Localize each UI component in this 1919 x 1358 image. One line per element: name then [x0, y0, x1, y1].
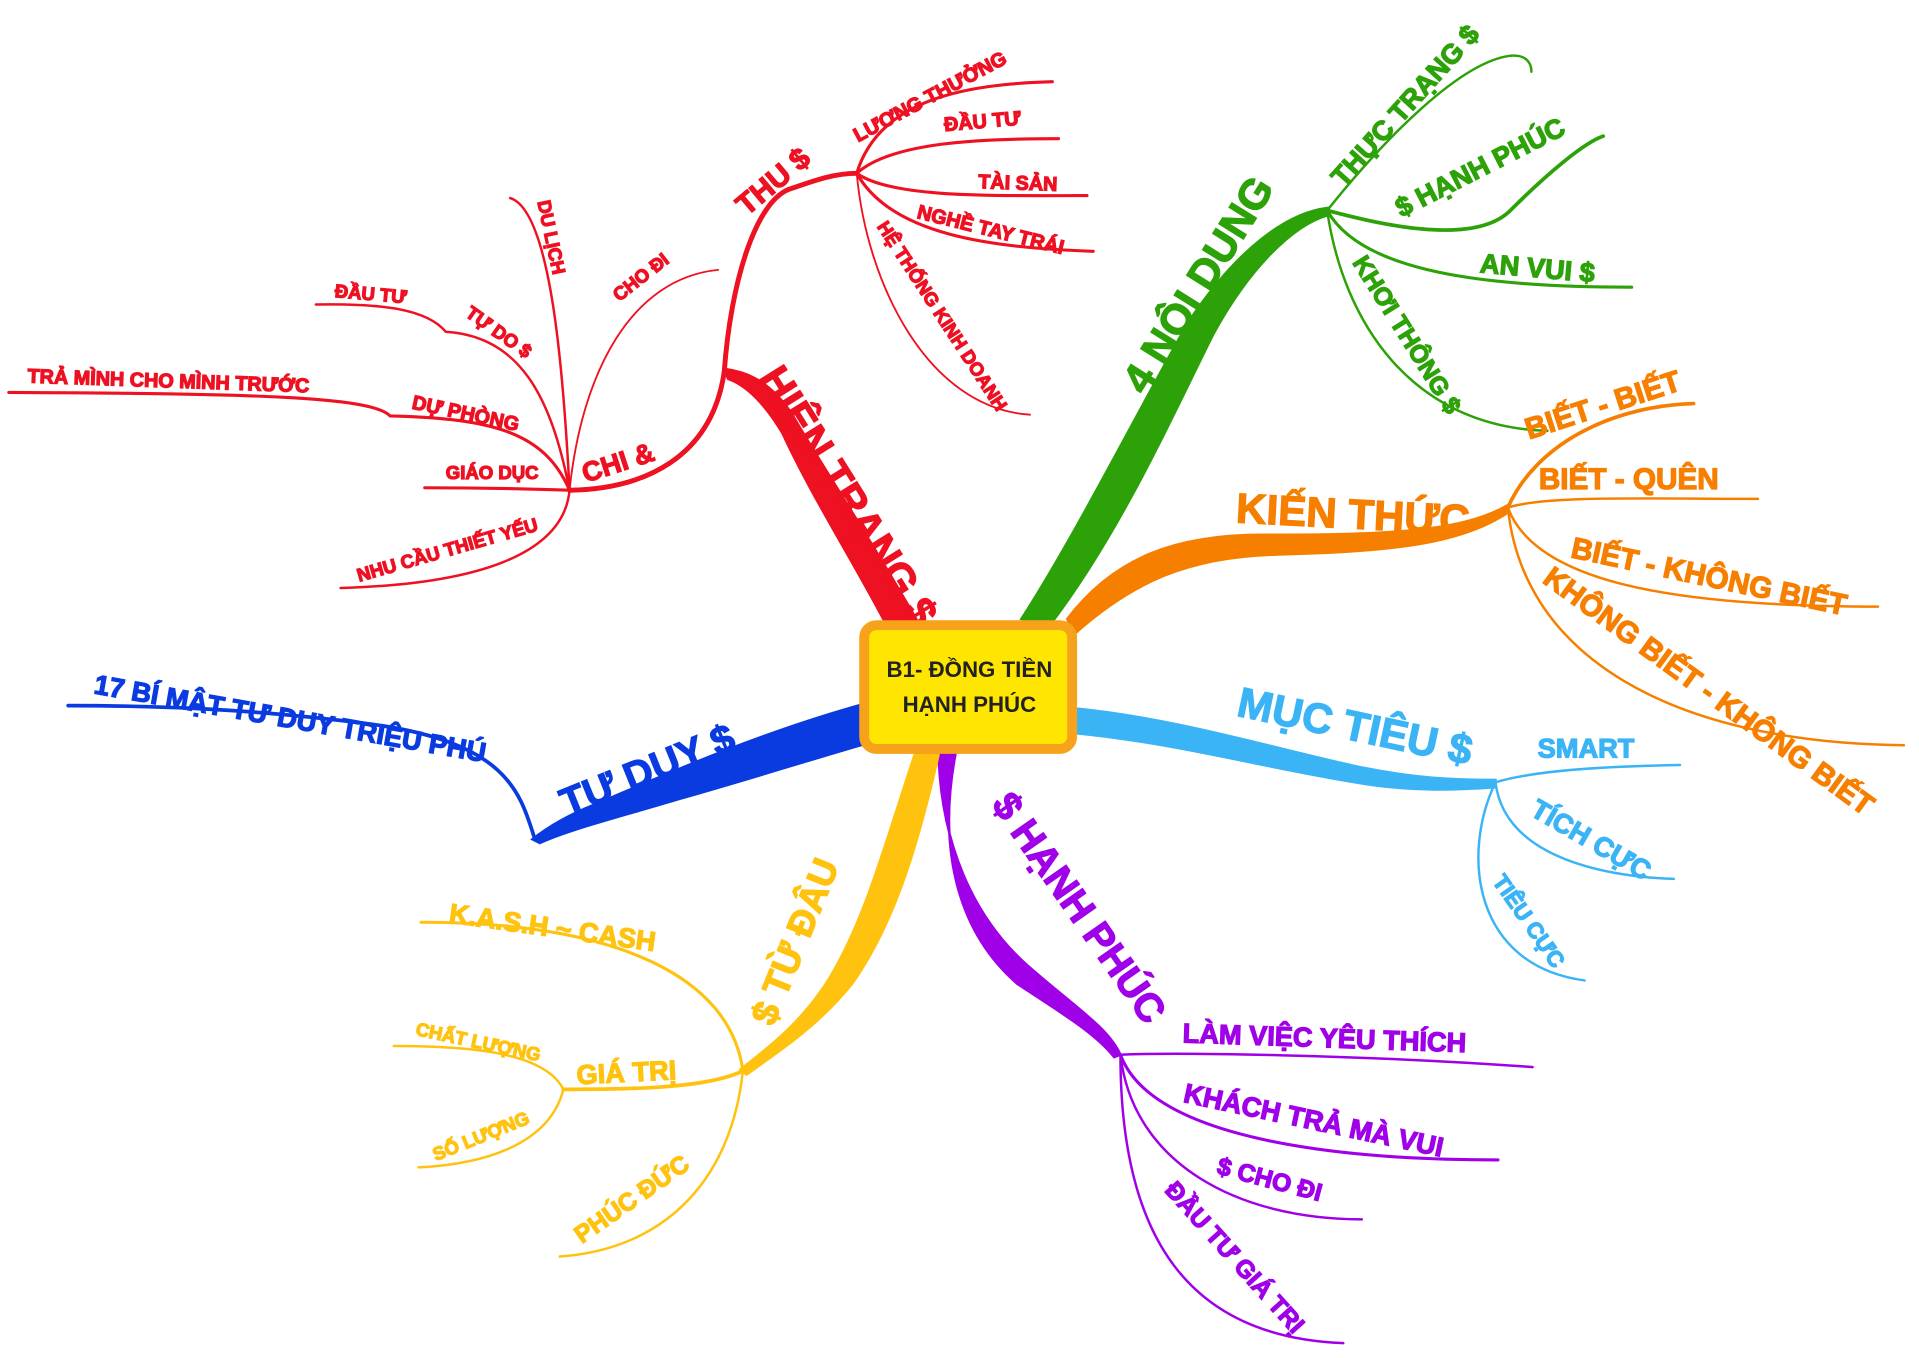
- central-topic-box: [859, 620, 1078, 754]
- branch-muc-tieu: MỤC TIÊU $ SMART TÍCH CỰC TIÊU CỰC: [1070, 677, 1682, 982]
- chi-item-du-lich: DU LỊCH: [533, 198, 569, 276]
- branch-tu-dau: $ TỪ ĐÂU K.A.S.H ~ CASH GIÁ TRỊ CHẤT LƯỢ…: [392, 748, 940, 1258]
- branch-line: [855, 171, 1095, 253]
- branch-line: [314, 303, 571, 492]
- branch-line: [1506, 506, 1906, 747]
- hanh-phuc-item-2: $ CHO ĐI: [1214, 1153, 1325, 1207]
- branch-line: [417, 1088, 565, 1169]
- tu-dau-item-kash: K.A.S.H ~ CASH: [447, 897, 657, 957]
- branch-tu-duy: TƯ DUY $ 17 BÍ MẬT TƯ DUY TRIỆU PHÚ: [66, 668, 871, 845]
- branch-line: [738, 748, 940, 1077]
- branch-line: [1477, 781, 1586, 982]
- kien-thuc-item-1: BIẾT - QUÊN: [1539, 462, 1719, 496]
- hanh-phuc-item-3: ĐẦU TƯ GIÁ TRỊ: [1159, 1176, 1309, 1339]
- chi-item-cho-di: CHO ĐI: [609, 249, 673, 306]
- tu-dau-item-chat-luong: CHẤT LƯỢNG: [414, 1018, 543, 1065]
- branch-line: [1506, 401, 1696, 510]
- hanh-phuc-item-0: LÀM VIỆC YÊU THÍCH: [1182, 1017, 1467, 1058]
- branch-line: [1506, 497, 1760, 509]
- branch-line: [530, 701, 871, 845]
- branch-line: [855, 172, 1031, 416]
- branch-line: [561, 1068, 745, 1092]
- branch-line: [937, 751, 1123, 1059]
- branch-line: [1325, 134, 1606, 232]
- branch-line: [1119, 1053, 1345, 1345]
- branch-line: [1506, 506, 1880, 608]
- chi-item-nhu-cau: NHU CẦU THIẾT YẾU: [354, 514, 540, 586]
- branch-line: [66, 703, 537, 842]
- branch-line: [855, 137, 1061, 175]
- chi-item-tu-do: TỰ DO $: [462, 302, 536, 363]
- noi-dung-item-khoi-thong: KHƠI THÔNG $: [1347, 251, 1467, 419]
- central-topic-line1: B1- ĐỒNG TIỀN: [887, 657, 1053, 682]
- branch-line: [855, 80, 1054, 175]
- branch-line: [508, 196, 571, 492]
- branch-line: [1119, 1052, 1534, 1069]
- branch-line: [1118, 1053, 1500, 1162]
- branch-hanh-phuc: $ HẠNH PHÚC LÀM VIỆC YÊU THÍCH KHÁCH TRẢ…: [937, 751, 1534, 1345]
- branch-line: [855, 171, 1089, 198]
- thu-item-he-thong-kinh-doanh: HỆ THỐNG KINH DOANH: [873, 217, 1011, 414]
- branch-line: [339, 488, 571, 590]
- muc-tieu-item-tieu-cuc: TIÊU CỰC: [1488, 870, 1570, 972]
- branch-line: [419, 920, 745, 1073]
- chi-item-du-phong: DỰ PHÒNG: [410, 390, 521, 436]
- tu-duy-item: 17 BÍ MẬT TƯ DUY TRIỆU PHÚ: [92, 669, 488, 768]
- branch-line: [568, 268, 720, 492]
- branch-line: [1494, 781, 1676, 881]
- tu-dau-item-phuc-duc: PHÚC ĐỨC: [569, 1150, 694, 1249]
- central-topic[interactable]: B1- ĐỒNG TIỀN HẠNH PHÚC: [859, 620, 1078, 754]
- thu-item-dau-tu: ĐẦU TƯ: [943, 107, 1022, 137]
- branch-kien-thuc: KIẾN THỨC BIẾT - BIẾT BIẾT - QUÊN BIẾT -…: [1065, 363, 1906, 823]
- tu-dau-item-so-luong: SỐ LƯỢNG: [429, 1107, 532, 1165]
- branch-hien-trang: HIỆN TRẠNG $ THU $ LƯƠNG THƯỞNG ĐẦU TƯ T…: [7, 45, 1095, 635]
- branch-line: [1325, 209, 1549, 433]
- branch-label-hien-trang: HIỆN TRẠNG $: [750, 357, 948, 634]
- muc-tieu-item-tich-cuc: TÍCH CỰC: [1526, 793, 1657, 886]
- branch-line: [423, 486, 572, 492]
- muc-tieu-item-smart: SMART: [1538, 733, 1635, 764]
- central-topic-line2: HẠNH PHÚC: [903, 692, 1037, 717]
- branch-label-hanh-phuc: $ HẠNH PHÚC: [983, 785, 1174, 1032]
- branch-line: [567, 368, 727, 493]
- chi-item-giao-duc: GIÁO DỤC: [446, 462, 539, 483]
- noi-dung-item-hanh-phuc: $ HẠNH PHÚC: [1390, 111, 1570, 223]
- branch-line: [392, 1044, 565, 1091]
- branch-line: [1325, 208, 1634, 289]
- tu-dau-item-gia-tri: GIÁ TRỊ: [576, 1054, 677, 1090]
- branch-line: [7, 390, 572, 492]
- branch-line: [1325, 54, 1533, 212]
- branch-label-chi: CHI &: [578, 436, 658, 488]
- chi-item-dau-tu: ĐẦU TƯ: [334, 280, 408, 307]
- branch-line: [558, 1069, 745, 1258]
- branch-line: [721, 170, 860, 374]
- branch-line: [1494, 763, 1682, 784]
- thu-item-tai-san: TÀI SẢN: [978, 170, 1058, 196]
- branch-line: [1119, 1053, 1364, 1221]
